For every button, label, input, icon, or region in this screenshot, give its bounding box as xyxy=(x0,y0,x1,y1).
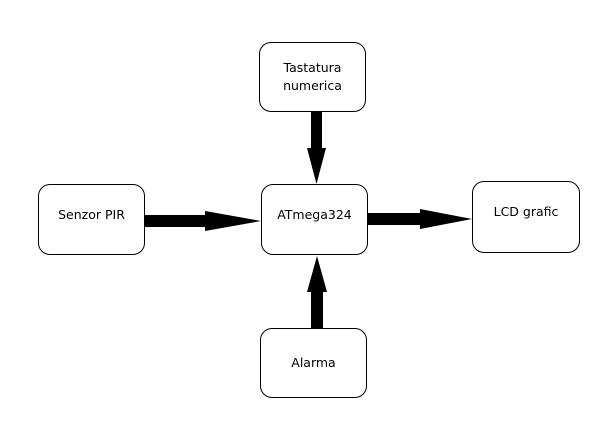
node-pir-sensor: Senzor PIR xyxy=(38,184,145,255)
node-pir-sensor-label: Senzor PIR xyxy=(58,206,125,222)
node-microcontroller: ATmega324 xyxy=(261,184,368,255)
node-alarm-label: Alarma xyxy=(291,355,336,370)
node-keypad-label: Tastatura numerica xyxy=(283,60,342,93)
node-lcd: LCD grafic xyxy=(472,181,580,253)
node-alarm: Alarma xyxy=(260,328,367,398)
node-microcontroller-label: ATmega324 xyxy=(277,206,352,222)
arrow-mcu-to-lcd xyxy=(368,209,472,229)
node-keypad: Tastatura numerica xyxy=(259,42,366,112)
arrow-keypad-to-mcu xyxy=(307,112,326,184)
node-lcd-label: LCD grafic xyxy=(493,204,559,219)
arrow-alarm-to-mcu xyxy=(307,256,327,328)
arrow-pir-to-mcu xyxy=(145,211,261,231)
